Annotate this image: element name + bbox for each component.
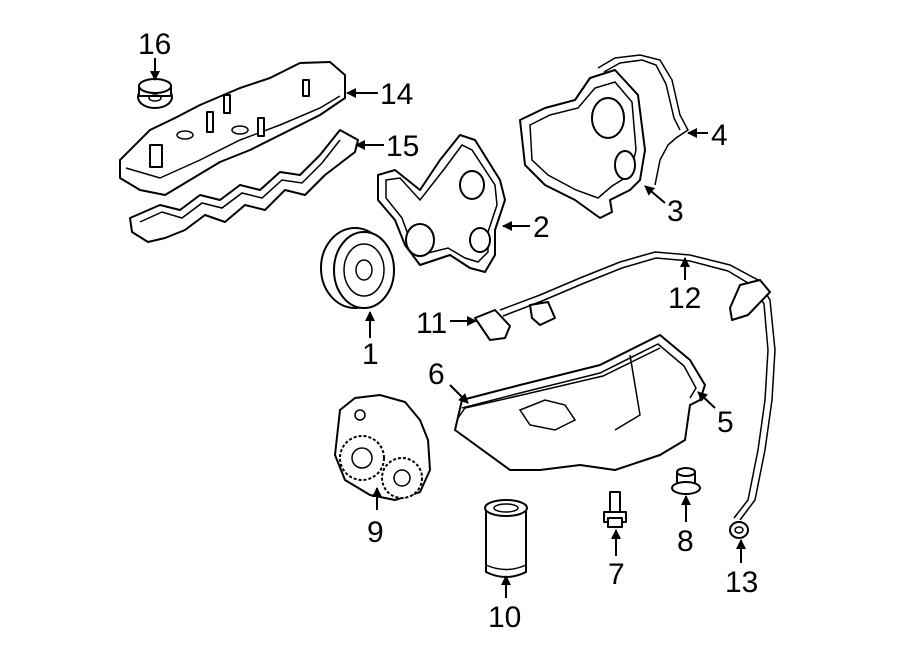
dipstick-handle	[474, 309, 511, 341]
callout-1: 1	[362, 338, 379, 371]
valve-cover-gasket	[129, 129, 359, 243]
leader-5	[697, 391, 716, 409]
callout-12: 12	[668, 282, 701, 315]
callout-9: 9	[367, 516, 384, 549]
callout-8: 8	[677, 525, 694, 558]
callout-6: 6	[428, 358, 445, 391]
callout-7: 7	[608, 558, 625, 591]
callout-3: 3	[667, 195, 684, 228]
callout-labels: 16 14 15 2 3 4 1 12 11 6 5 9 10 7 8 13	[138, 28, 758, 634]
timing-cover-plate	[377, 134, 506, 273]
leader-lines	[150, 58, 746, 598]
timing-gear-housing	[519, 69, 646, 219]
callout-2: 2	[533, 211, 550, 244]
callout-5: 5	[717, 406, 734, 439]
oil-pan	[454, 334, 706, 471]
callout-15: 15	[386, 130, 419, 163]
leader-3	[644, 185, 666, 204]
oil-filter	[484, 499, 528, 578]
dipstick-tube	[499, 251, 776, 521]
callout-10: 10	[488, 601, 521, 634]
oil-filler-cap	[137, 78, 173, 109]
oil-pan-bolt	[603, 491, 627, 528]
callout-16: 16	[138, 28, 171, 61]
harmonic-balancer	[320, 227, 395, 309]
callout-13: 13	[725, 566, 758, 599]
callout-14: 14	[380, 78, 413, 111]
oil-pump	[334, 394, 431, 501]
valve-cover	[119, 61, 346, 196]
callout-4: 4	[711, 119, 728, 152]
callout-11: 11	[416, 307, 447, 340]
oil-pan-gasket	[457, 347, 661, 419]
timing-housing-gasket	[597, 54, 689, 186]
leader-6	[449, 384, 469, 404]
drain-plug	[671, 467, 701, 495]
dipstick-tube-seal	[729, 521, 749, 539]
